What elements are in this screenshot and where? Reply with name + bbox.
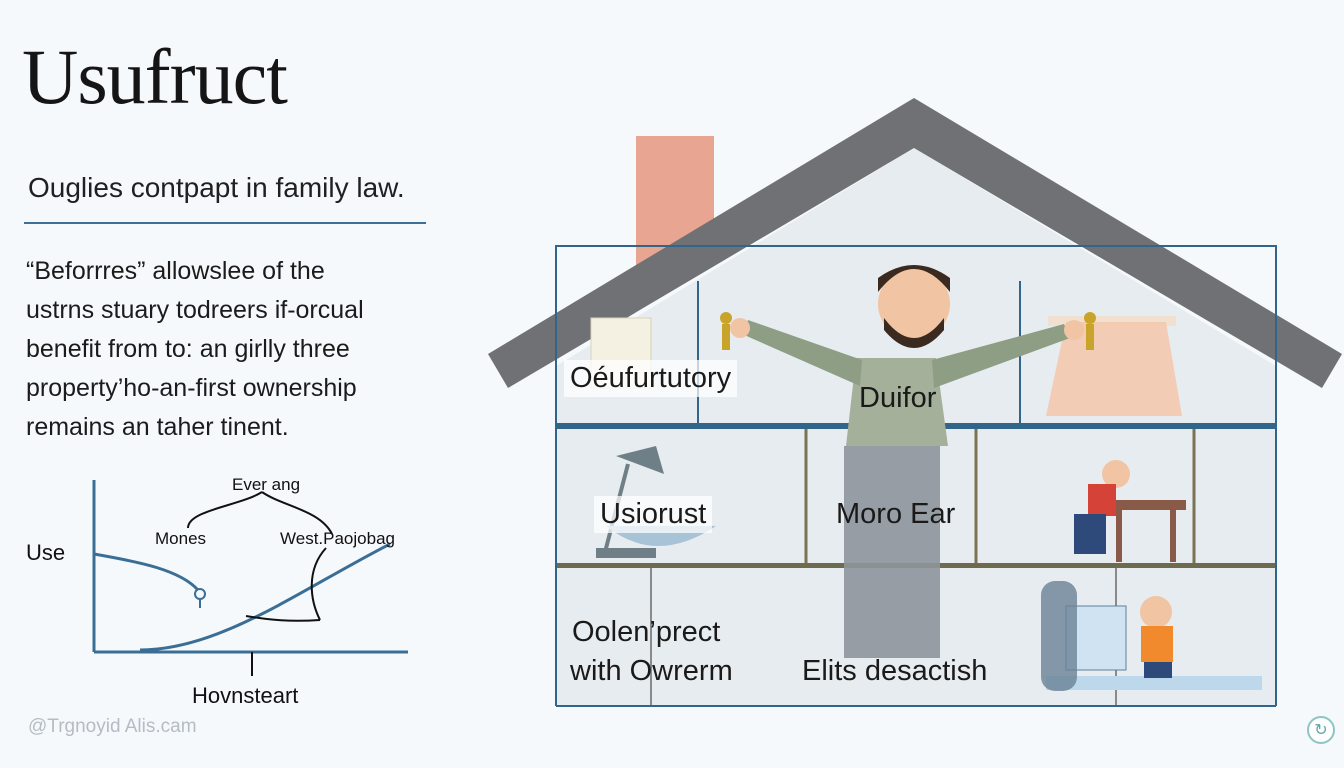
label-bottom-center: Elits desactish <box>802 655 988 687</box>
subtitle: Ouglies contpapt in family law. <box>28 172 405 203</box>
graph-label-top: Ever ang <box>232 475 301 494</box>
usage-graph <box>92 480 408 676</box>
description-line: ustrns stuary todreers if-orcual <box>26 296 364 324</box>
graph-declining-curve <box>93 552 200 592</box>
description: “Beforrres” allowslee of the ustrns stua… <box>26 252 446 447</box>
key-icon-left <box>720 312 732 350</box>
description-line: property’ho-an-first ownership <box>26 374 357 402</box>
bed <box>1046 676 1262 690</box>
refresh-icon[interactable]: ↻ <box>1307 716 1335 744</box>
label-bottom-left-1: Oolen’prect <box>572 616 721 648</box>
graph-brace-right <box>261 491 333 535</box>
graph-rising-curve <box>139 542 391 652</box>
label-bottom-left-2: with Owrerm <box>570 655 733 687</box>
child-body <box>1141 626 1173 662</box>
key-icon <box>194 588 206 608</box>
man-beard <box>884 318 944 348</box>
desk-leg <box>1116 510 1122 562</box>
description-line: benefit from to: an girlly three <box>26 335 350 363</box>
graph-x-label: Hovnsteart <box>192 683 299 708</box>
hand-right <box>1064 320 1084 340</box>
child-legs <box>1144 662 1172 678</box>
description-line: “Beforrres” allowslee of the <box>26 257 325 285</box>
house-illustration: Oéufurtutory Duifor Usiorust Moro Ear Oo… <box>486 96 1344 716</box>
hand-left <box>730 318 750 338</box>
graph-label-right: West.Paojobag <box>280 529 395 548</box>
graph-label-left: Mones <box>155 529 207 548</box>
man-arm-right <box>932 324 1070 388</box>
graph-arrow-curve <box>310 547 327 621</box>
watermark: @Trgnoyid Alis.cam <box>28 716 197 737</box>
key-icon-right <box>1084 312 1096 350</box>
graph-brace-left <box>187 491 263 529</box>
page-title: Usufruct <box>22 33 288 120</box>
graph-y-label: Use <box>26 540 66 565</box>
man-head <box>878 268 950 340</box>
house-drawing <box>488 98 1342 707</box>
graph-arrow-hook <box>245 615 321 622</box>
man-hair <box>878 265 950 292</box>
description-line: remains an taher tinent. <box>26 413 289 441</box>
man-torso <box>846 358 948 446</box>
child-head <box>1140 596 1172 628</box>
divider <box>24 222 426 224</box>
curtain-rod <box>1048 316 1176 326</box>
man-legs <box>844 446 940 658</box>
bath-base <box>596 548 656 558</box>
chair <box>1041 581 1077 691</box>
curtain <box>1046 322 1182 416</box>
label-mid-left: Usiorust <box>594 496 713 533</box>
man-arm-left <box>742 320 862 386</box>
desk <box>1106 500 1186 510</box>
child-body <box>1088 484 1116 516</box>
label-top-center: Duifor <box>859 382 937 414</box>
lamp <box>616 446 664 474</box>
desk-leg <box>1170 510 1176 562</box>
label-mid-center: Moro Ear <box>836 498 956 530</box>
label-top-left: Oéufurtutory <box>564 360 738 397</box>
child-legs <box>1074 514 1106 554</box>
child-head <box>1102 460 1130 488</box>
